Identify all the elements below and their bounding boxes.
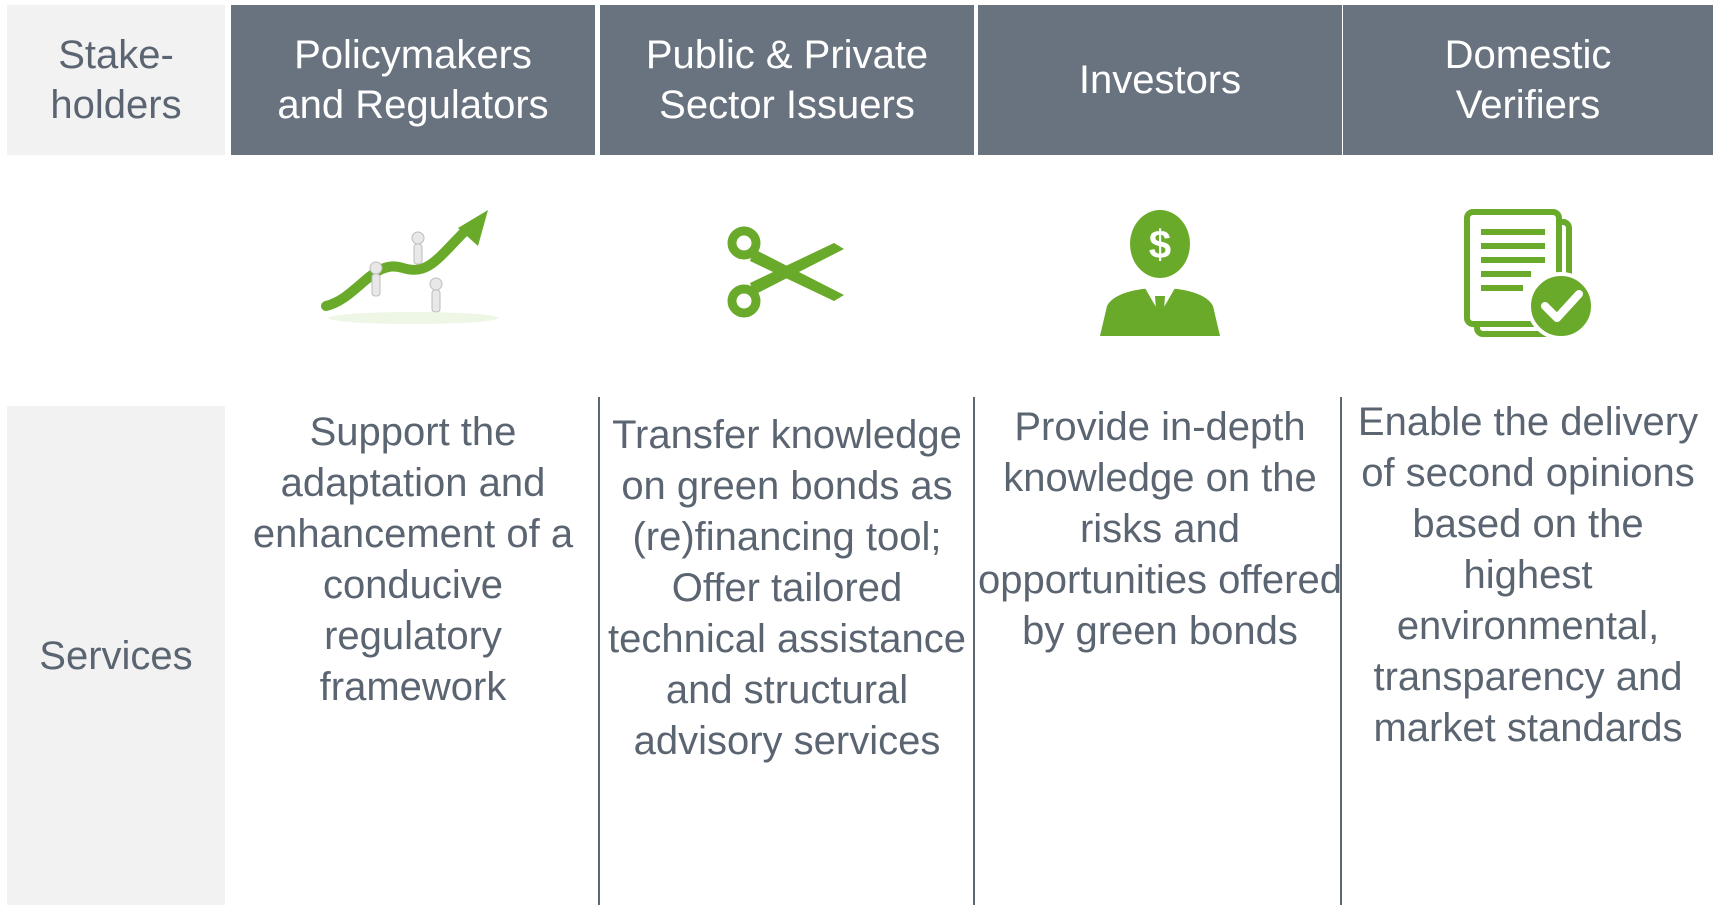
growth-arrow-icon — [231, 198, 595, 348]
header-issuers: Public & Private Sector Issuers — [600, 5, 974, 155]
verified-document-icon — [1343, 198, 1713, 348]
services-row-label-text: Services — [39, 633, 193, 678]
header-verifiers: Domestic Verifiers — [1343, 5, 1713, 155]
service-issuers: Transfer knowledge on green bonds as (re… — [608, 413, 966, 763]
header-verifiers-text: Domestic Verifiers — [1444, 33, 1612, 127]
scissors-icon — [600, 198, 974, 348]
header-investors: Investors — [978, 5, 1342, 155]
column-divider — [598, 397, 600, 905]
services-row-label: Services — [7, 406, 225, 905]
column-divider — [973, 397, 975, 905]
service-investors: Provide in-depth knowledge on the risks … — [978, 405, 1342, 653]
header-policymakers-text: Policymakers and Regulators — [277, 33, 549, 127]
column-divider — [1340, 397, 1342, 905]
service-policymakers: Support the adaptation and enhancement o… — [252, 410, 574, 709]
header-investors-text: Investors — [1078, 58, 1242, 102]
investor-icon: $ — [978, 198, 1342, 348]
header-policymakers: Policymakers and Regulators — [231, 5, 595, 155]
stakeholders-row-label: Stake- holders — [7, 5, 225, 155]
svg-text:$: $ — [1149, 223, 1171, 267]
service-verifiers: Enable the delivery of second opinions b… — [1357, 400, 1699, 750]
stakeholders-row-label-text: Stake- holders — [50, 33, 182, 127]
header-issuers-text: Public & Private Sector Issuers — [645, 33, 929, 127]
